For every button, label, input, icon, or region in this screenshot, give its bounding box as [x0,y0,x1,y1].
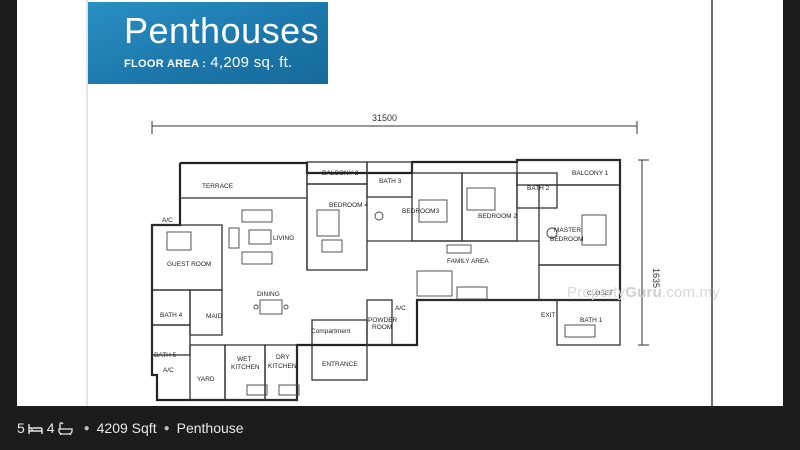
room-dry-kitchen-line1: DRY [276,354,290,361]
room-bath-5: BATH 5 [154,352,177,359]
room-entrance: ENTRANCE [322,361,358,368]
room-wet-kitchen-line1: WET [237,356,251,363]
banner-title: Penthouses [124,10,320,51]
dimension-width-label: 31500 [372,113,397,123]
room-compartment: Compartment [311,328,351,335]
room-powder-room-line1: POWDER [368,317,398,324]
bedroom-count: 5 [17,420,25,436]
room-closet: CLOSET [587,290,613,297]
banner-floor-area: FLOOR AREA :4,209 sq. ft. [124,54,293,71]
room-terrace: TERRACE [202,183,234,190]
separator-dot: ● [163,422,170,434]
floor-plan-drawing: 31500 1635 [86,0,713,406]
room-master-bedroom-line2: BEDROOM [550,236,584,243]
room-bath-3: BATH 3 [379,178,402,185]
inner-walls [151,159,621,401]
penthouse-title-banner: Penthouses FLOOR AREA :4,209 sq. ft. [88,2,328,84]
property-type: Penthouse [176,420,244,436]
bed-icon [28,420,43,436]
room-exit: EXIT [541,312,555,319]
room-balcony-1: BALCONY 1 [572,170,609,177]
room-maid: MAID [206,313,223,320]
listing-caption: 5 4 ● 4209 Sqft ● Penthouse [0,406,800,450]
room-ac-3: A/C [163,367,174,374]
room-bath-1: BATH 1 [580,317,603,324]
floor-area-value: 4,209 sq. ft. [210,54,293,71]
room-yard: YARD [197,376,215,383]
propertyguru-watermark: PropertyGuru.com.my [567,284,721,301]
room-wet-kitchen-line2: KITCHEN [231,364,260,371]
room-ac-2: A/C [395,305,406,312]
room-family-area: FAMILY AREA [447,258,489,265]
room-powder-room-line2: ROOM [372,324,392,331]
room-guest-room: GUEST ROOM [167,261,211,268]
furniture [166,187,607,396]
room-dry-kitchen-line2: KITCHEN [268,363,297,370]
floor-area-label: FLOOR AREA : [124,58,207,70]
dimension-height-line [638,159,649,346]
room-balcony-2: BALCONY 2 [322,170,359,177]
room-bath-2: BATH 2 [527,185,550,192]
room-living: LIVING [273,235,294,242]
room-bedroom-3: BEDROOM3 [402,208,440,215]
room-bedroom-4: BEDROOM 4 [329,202,368,209]
dimension-height-label: 1635 [651,268,661,288]
bathroom-count: 4 [46,420,55,436]
room-dining: DINING [257,291,280,298]
bathtub-icon [57,420,73,436]
separator-dot: ● [83,422,90,434]
room-bath-4: BATH 4 [160,312,183,319]
dimension-width-line [151,121,638,134]
room-bedroom-2: BEDROOM 2 [478,213,517,220]
room-master-bedroom-line1: MASTER [554,227,581,234]
floor-size: 4209 Sqft [96,420,157,436]
room-ac-1: A/C [162,217,173,224]
